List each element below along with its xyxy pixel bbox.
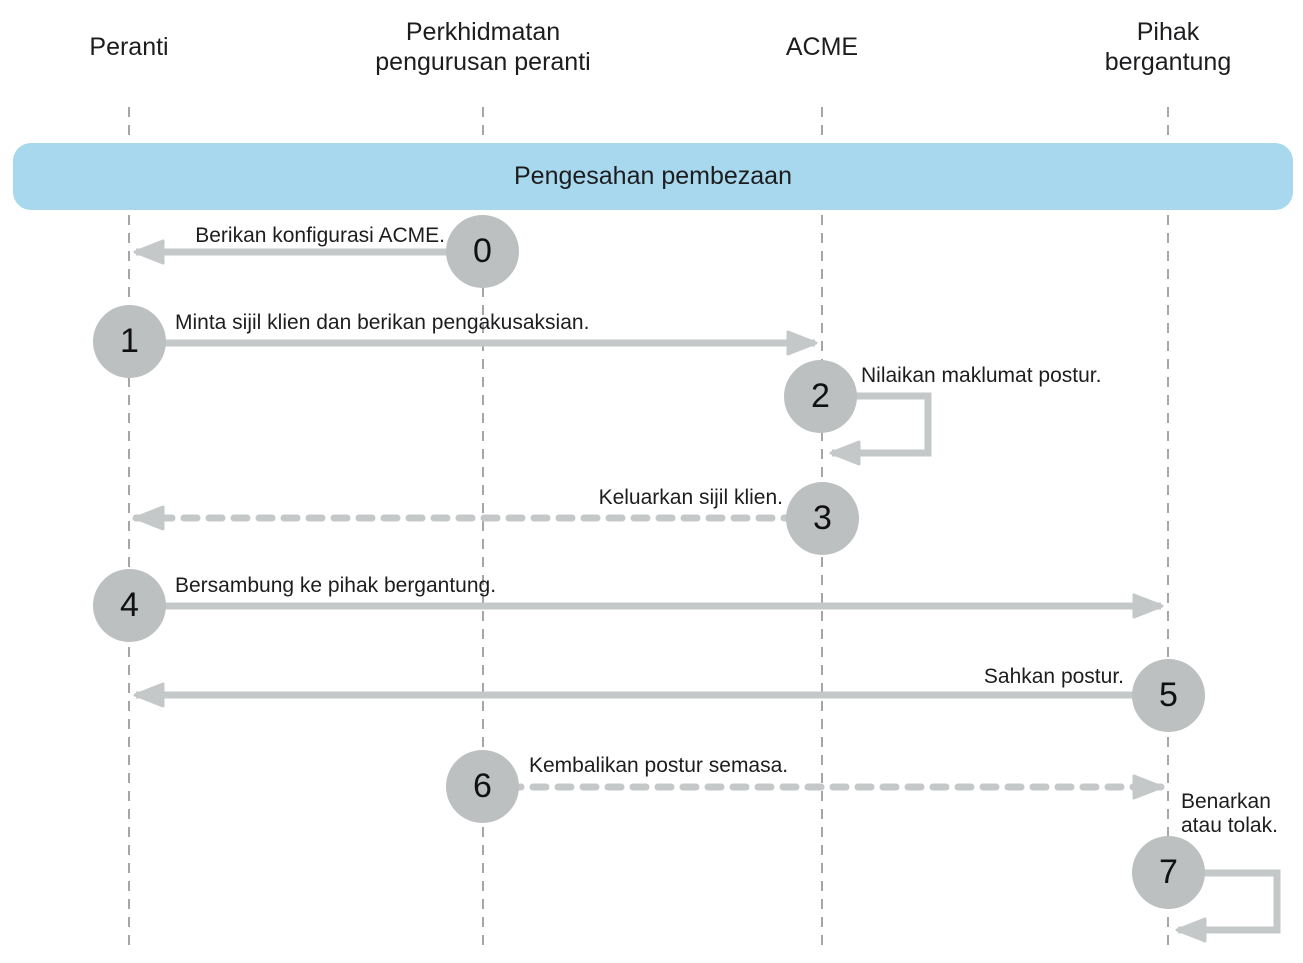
step-circle-2: 2	[784, 360, 857, 433]
step-circle-0: 0	[446, 215, 519, 288]
step-circle-5: 5	[1132, 659, 1205, 732]
actor-label-peranti: Peranti	[89, 33, 169, 61]
phase-banner-label: Pengesahan pembezaan	[513, 162, 792, 190]
step-label-3: Keluarkan sijil klien.	[598, 486, 783, 509]
step-label-4: Bersambung ke pihak bergantung.	[175, 574, 497, 597]
step-label-0: Berikan konfigurasi ACME.	[195, 224, 445, 247]
self-loop-step-2	[822, 392, 932, 466]
step-circle-4: 4	[93, 569, 166, 642]
step-number: 0	[473, 232, 492, 270]
step-number: 5	[1159, 676, 1178, 714]
step-number: 2	[811, 377, 830, 415]
step-circle-6: 6	[446, 750, 519, 823]
phase-banner: Pengesahan pembezaan	[13, 143, 1293, 210]
step-number: 4	[120, 586, 139, 624]
step-label-7: Benarkan atau tolak.	[1181, 790, 1278, 837]
actor-label-acme: ACME	[785, 33, 859, 61]
step-circle-1: 1	[93, 305, 166, 378]
self-loop-step-7	[1168, 869, 1281, 943]
actor-label-pihak-bergantung: Pihak bergantung	[1104, 18, 1232, 76]
step-number: 7	[1159, 853, 1178, 891]
step-number: 6	[473, 767, 492, 805]
step-circle-7: 7	[1132, 836, 1205, 909]
step-label-1: Minta sijil klien dan berikan pengakusak…	[175, 311, 590, 334]
step-number: 3	[813, 499, 832, 537]
step-label-6: Kembalikan postur semasa.	[529, 754, 789, 777]
step-number: 1	[120, 322, 139, 360]
step-circle-3: 3	[786, 482, 859, 555]
actor-label-perkhidmatan-pengurusan-peranti: Perkhidmatan pengurusan peranti	[375, 18, 591, 76]
step-label-2: Nilaikan maklumat postur.	[861, 364, 1102, 387]
step-label-5: Sahkan postur.	[983, 665, 1124, 688]
